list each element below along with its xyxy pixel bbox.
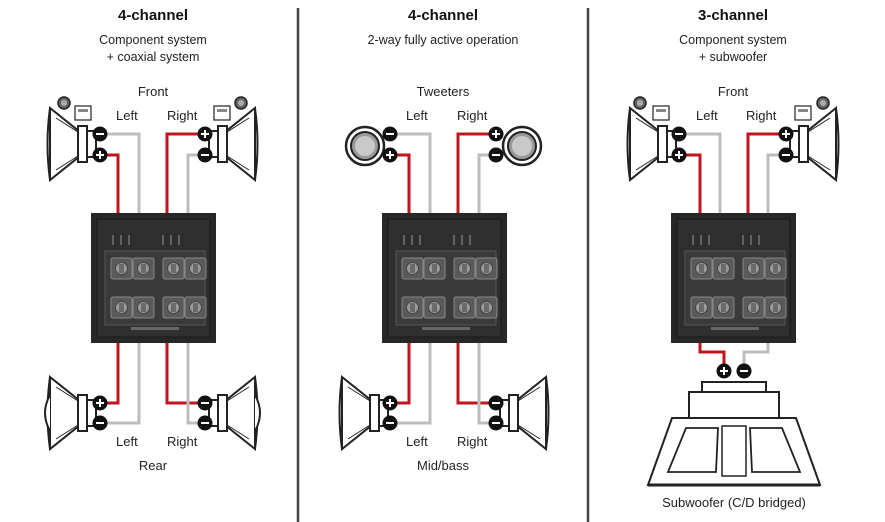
panel-2-bottom-group-label: Mid/bass xyxy=(416,458,470,473)
panel-1-top-group-label: Front xyxy=(137,84,169,99)
panel-2-bottom-right-label: Right xyxy=(457,434,488,449)
panel-1-subtitle-line2: + coaxial system xyxy=(106,50,200,64)
panel-3-title: 3-channel xyxy=(697,7,769,24)
panel-3-top-group-label: Front xyxy=(717,84,749,99)
panel-3-subtitle-line1: Component system xyxy=(679,33,787,47)
panel-1-title: 4-channel xyxy=(117,7,189,24)
panel-2-wiring xyxy=(338,125,550,450)
panel-1-bottom-left-label: Left xyxy=(116,434,138,449)
panel-1-subtitle-line1: Component system xyxy=(99,33,207,47)
panel-1-wiring xyxy=(44,96,261,450)
panel-1-bottom-right-label: Right xyxy=(167,434,198,449)
panel-2-bottom-left-label: Left xyxy=(406,434,428,449)
panel-3-wiring xyxy=(626,96,840,487)
panel-3-subtitle-line2: + subwoofer xyxy=(698,50,768,64)
panel-2-title: 4-channel xyxy=(407,7,479,24)
panel-3-top-left-label: Left xyxy=(696,108,718,123)
subwoofer-label: Subwoofer (C/D bridged) xyxy=(662,495,806,510)
panel-2-top-left-label: Left xyxy=(406,108,428,123)
panel-2-subtitle-line1: 2-way fully active operation xyxy=(367,33,519,47)
panel-2-top-right-label: Right xyxy=(457,108,488,123)
panel-2-top-group-label: Tweeters xyxy=(416,84,470,99)
panel-3-top-right-label: Right xyxy=(746,108,777,123)
panel-1-top-left-label: Left xyxy=(116,108,138,123)
panel-1-top-right-label: Right xyxy=(167,108,198,123)
subwoofer-icon xyxy=(646,381,822,487)
panel-1-bottom-group-label: Rear xyxy=(138,458,168,473)
